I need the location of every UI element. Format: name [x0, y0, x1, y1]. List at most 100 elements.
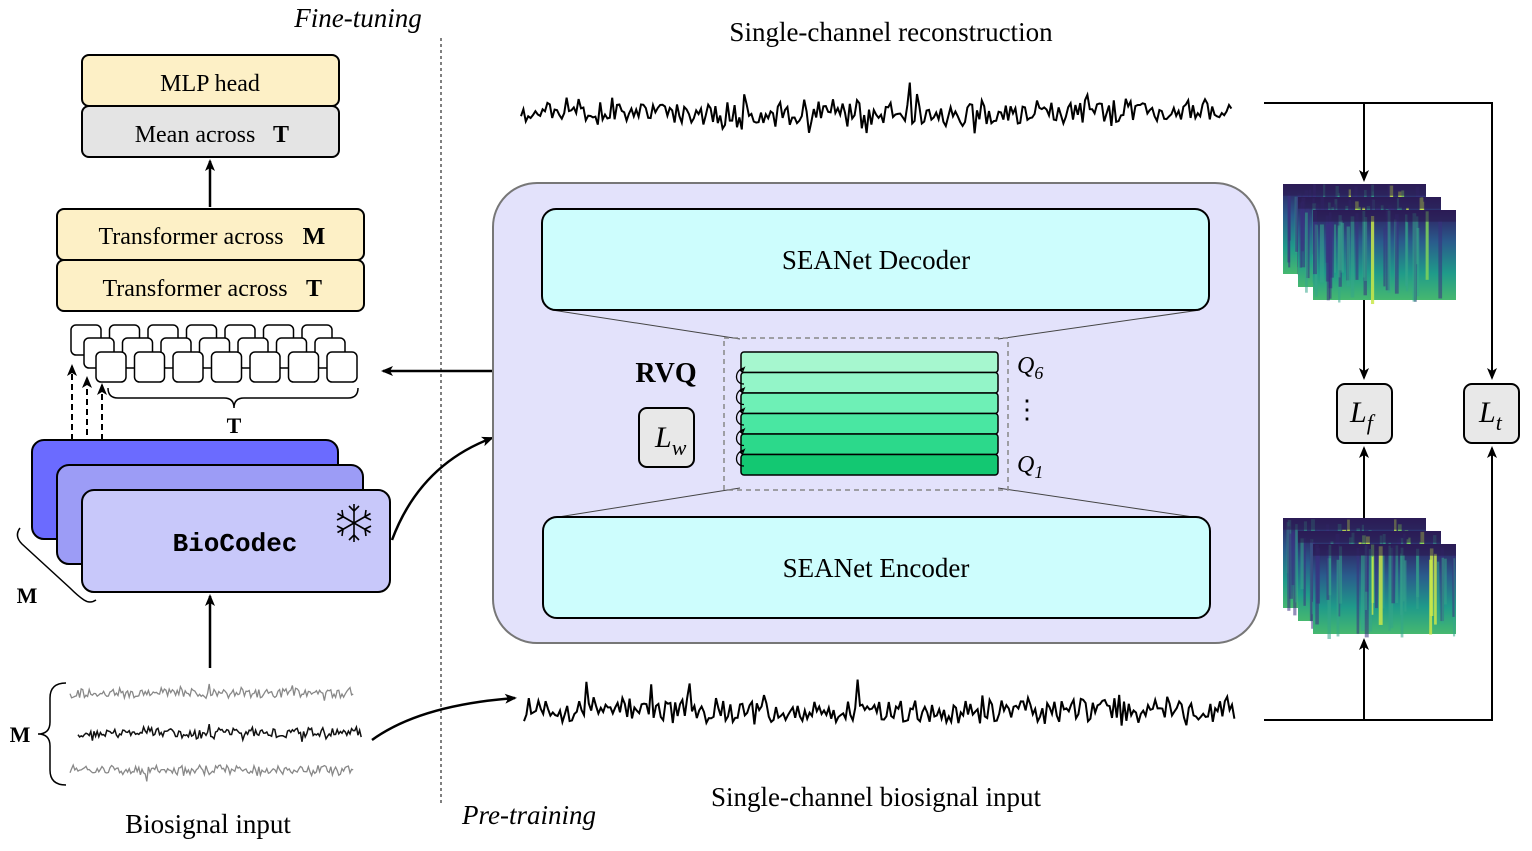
- transformer-t-label: Transformer across: [102, 276, 287, 302]
- residual-arrowhead: [739, 386, 746, 394]
- codebook-level: [740, 412, 999, 435]
- spectrogram-streak: [1360, 555, 1365, 631]
- spectrogram-streak: [1402, 555, 1405, 602]
- spectrogram-streak: [1394, 214, 1399, 294]
- codec-to-pretrain-arrow: [390, 436, 494, 541]
- spectrogram-streak: [1346, 226, 1350, 287]
- spectrogram-streak: [1355, 213, 1359, 280]
- residual-arrowhead: [739, 366, 746, 374]
- spectrogram-streak: [1395, 545, 1399, 603]
- spectrogram-streak: [1374, 551, 1378, 609]
- loss-f-symbol: L: [1349, 396, 1367, 429]
- token: [133, 351, 166, 383]
- loss-t-subscript: t: [1496, 410, 1503, 435]
- spectrogram-streak: [1363, 217, 1368, 281]
- spectrogram-band: [1313, 210, 1456, 222]
- codebook-stack: [740, 351, 999, 476]
- loss-w-subscript: w: [672, 435, 687, 460]
- spectrogram-streak: [1444, 558, 1447, 605]
- spectrogram-streak: [1336, 559, 1340, 637]
- spectrogram-streak: [1383, 227, 1386, 287]
- fine-tuning-label: Fine-tuning: [293, 3, 421, 33]
- spectrogram-streak: [1300, 538, 1304, 590]
- spectrogram-streak: [1356, 548, 1360, 634]
- spectrogram-streak: [1399, 553, 1403, 616]
- reconstruction-waveform: [520, 82, 1233, 134]
- spectrogram-streak: [1416, 216, 1419, 265]
- input-waveform-3: [69, 763, 354, 782]
- spectrogram-streak: [1299, 202, 1303, 268]
- biosignal-input-label: Biosignal input: [125, 809, 291, 839]
- funnel-line: [551, 309, 741, 340]
- svg-text:Lt: Lt: [1478, 396, 1503, 435]
- loss-f-subscript: f: [1367, 410, 1376, 435]
- spectrogram-streak: [1291, 531, 1295, 586]
- spectrogram-streak: [1382, 555, 1385, 609]
- token: [249, 351, 281, 383]
- token: [287, 351, 320, 383]
- residual-loops: [735, 366, 746, 467]
- spectrogram-streak: [1339, 546, 1343, 604]
- svg-text:Lf: Lf: [1349, 396, 1376, 435]
- mean-box: Mean across T: [81, 105, 340, 158]
- loss-w-box: Lw: [638, 407, 695, 468]
- transformer-m-box: Transformer across M: [56, 208, 365, 261]
- spectrogram-streak: [1303, 537, 1306, 606]
- spectrogram-band: [1283, 518, 1426, 530]
- codebook-level: [740, 392, 999, 415]
- input-brace: [37, 682, 67, 786]
- mean-axis-label: T: [273, 122, 289, 148]
- loss-w-symbol: L: [654, 421, 672, 454]
- rvq-region: [723, 337, 1009, 491]
- quantizer-top-label: Q6: [1017, 353, 1043, 383]
- spectrogram-streak: [1328, 212, 1332, 299]
- spectrogram-icon-bottom: [1283, 518, 1456, 640]
- spectrogram-streak: [1326, 550, 1330, 600]
- quantizer-bottom-label: Q1: [1017, 452, 1043, 482]
- spectrogram-streak: [1416, 555, 1419, 609]
- spectrogram-streak: [1412, 213, 1417, 302]
- decoder-box: SEANet Decoder: [541, 208, 1210, 311]
- codec-label: BioCodec: [173, 529, 298, 559]
- spectrogram-band: [1298, 197, 1441, 209]
- mlp-head-box: MLP head: [81, 54, 340, 107]
- spectrogram-streak: [1301, 201, 1305, 252]
- spectrogram-streak: [1391, 545, 1395, 604]
- codec-box: BioCodec: [81, 489, 391, 593]
- encoder-box: SEANet Encoder: [542, 516, 1211, 619]
- residual-arrowhead: [739, 427, 746, 435]
- spectrogram-streak: [1328, 544, 1332, 596]
- spectrogram-streak: [1305, 212, 1308, 293]
- spectrogram-streak: [1452, 553, 1455, 617]
- spectrogram-band: [1313, 544, 1456, 556]
- rvq-label: RVQ: [635, 358, 696, 389]
- spectrogram-streak: [1325, 223, 1330, 282]
- spectrogram-icon-top: [1283, 184, 1456, 305]
- funnel-line: [551, 487, 741, 519]
- spectrogram-streak: [1313, 210, 1317, 275]
- token: [326, 351, 358, 383]
- spectrogram-streak: [1306, 207, 1310, 279]
- spectrogram-streak: [1287, 526, 1291, 611]
- transformer-t-axis: T: [306, 276, 322, 302]
- spectrogram-streak: [1316, 548, 1321, 604]
- loss-t-box: Lt: [1463, 383, 1520, 444]
- transformer-t-box: Transformer across T: [56, 259, 365, 312]
- spectrogram-streak: [1309, 539, 1313, 622]
- spectrogram-streak: [1289, 533, 1293, 599]
- spectrogram-streak: [1388, 545, 1391, 631]
- codebook-level: [740, 453, 999, 476]
- spectrogram-streak: [1362, 210, 1366, 278]
- spectrogram-band: [1283, 184, 1426, 196]
- quantizer-dots: ⋮: [1014, 395, 1040, 424]
- codec-brace: [16, 527, 97, 603]
- spectrogram-streak: [1368, 549, 1373, 632]
- pre-training-label: Pre-training: [461, 800, 596, 830]
- token-axis-label: T: [227, 413, 242, 438]
- single-channel-input-waveform: [523, 679, 1236, 726]
- codec-axis-label: M: [17, 583, 38, 608]
- svg-text:Lw: Lw: [654, 421, 687, 460]
- spectrogram-streak: [1425, 211, 1429, 280]
- spectrogram-streak: [1378, 546, 1383, 625]
